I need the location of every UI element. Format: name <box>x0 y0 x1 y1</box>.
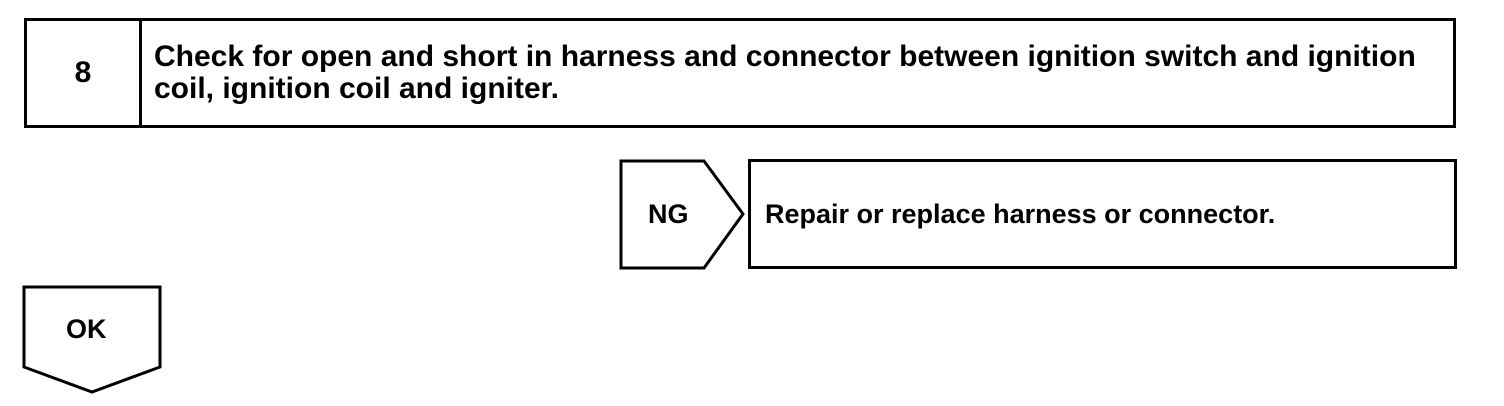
step-box: 8 Check for open and short in harness an… <box>24 18 1456 128</box>
ok-label: OK <box>66 314 107 344</box>
ng-result-box: Repair or replace harness or connector. <box>748 159 1457 269</box>
step-instruction: Check for open and short in harness and … <box>154 40 1416 105</box>
ng-result-text: Repair or replace harness or connector. <box>765 198 1276 229</box>
ng-arrow-shape <box>619 159 745 270</box>
step-number: 8 <box>27 21 142 125</box>
ok-arrow-shape <box>22 285 162 394</box>
ng-label: NG <box>648 199 689 229</box>
